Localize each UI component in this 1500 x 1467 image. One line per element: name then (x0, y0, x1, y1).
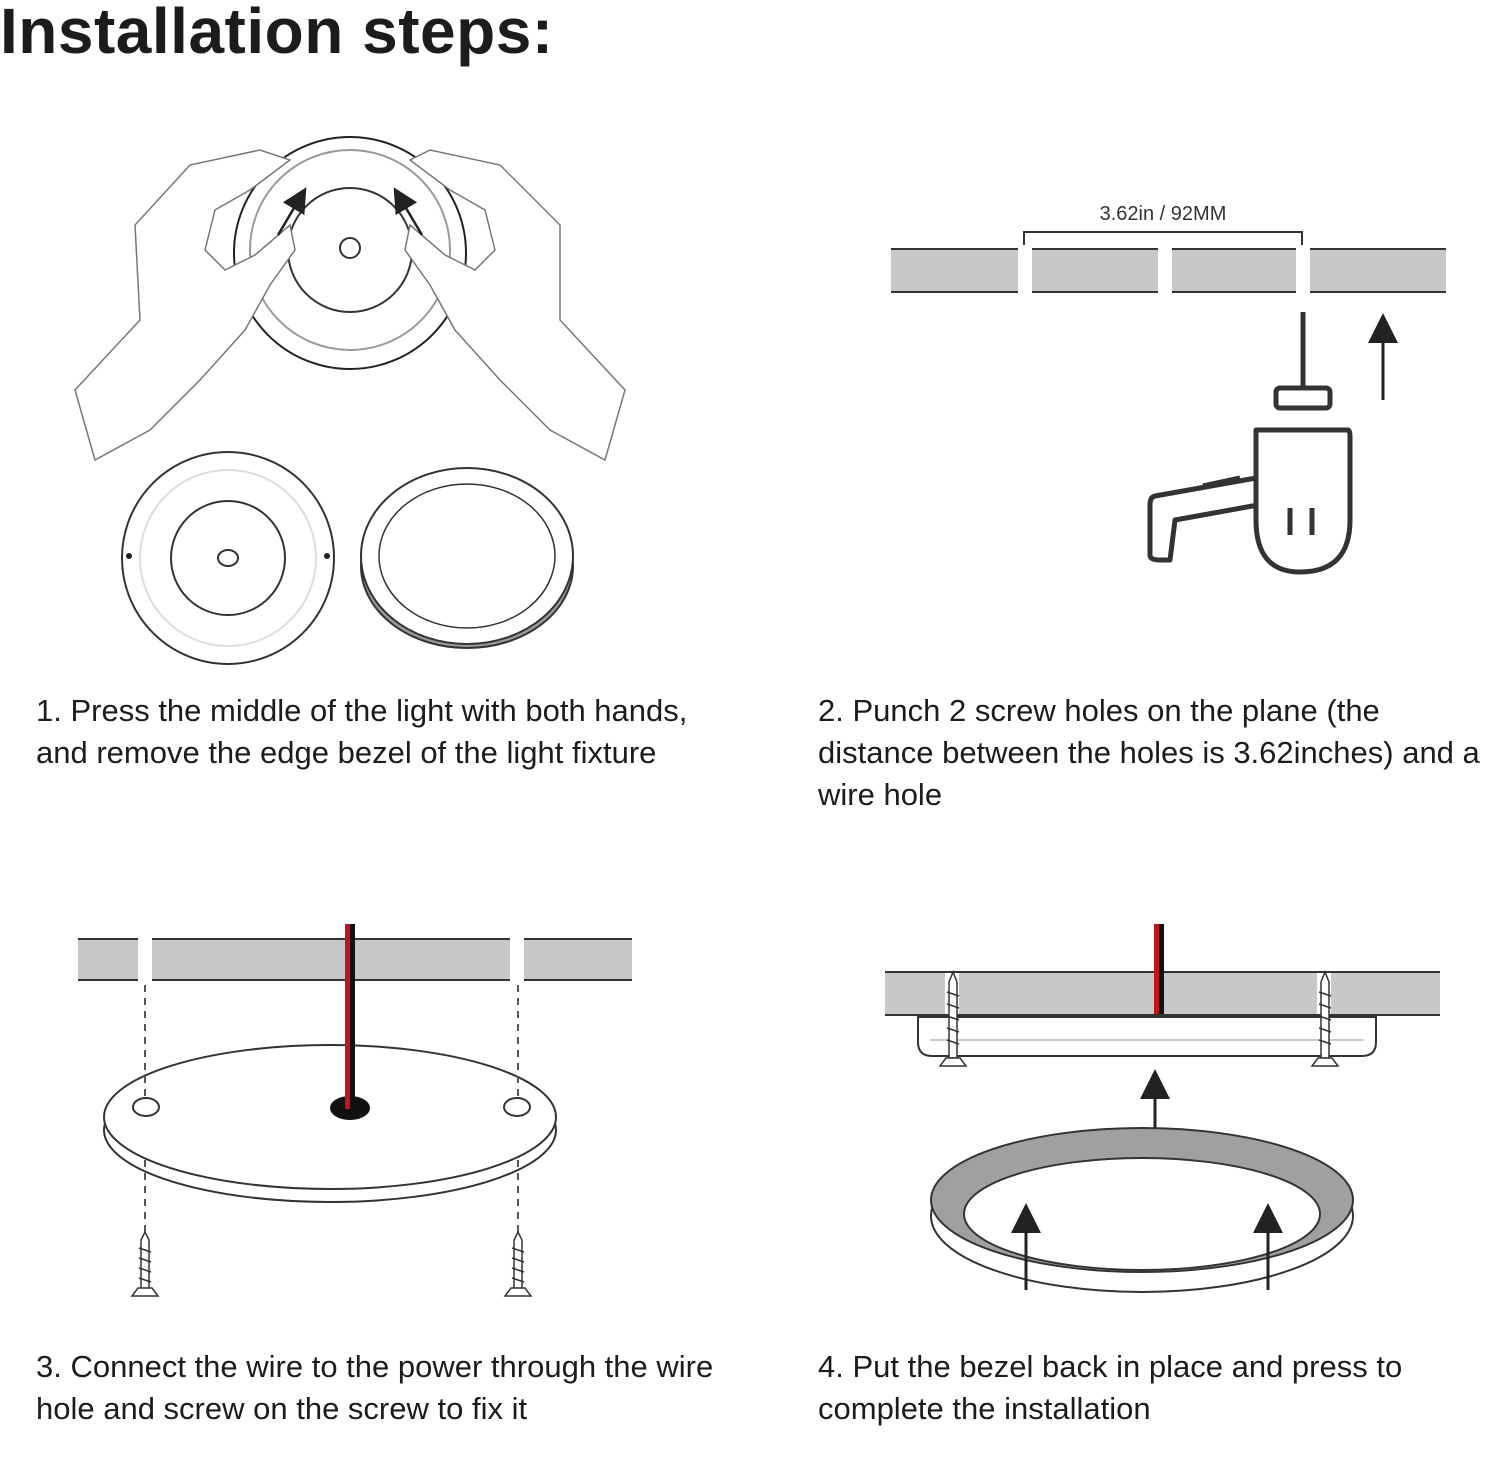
step4-caption: 4. Put the bezel back in place and press… (818, 1349, 1403, 1426)
power-wire (345, 924, 350, 1109)
screw-icon (503, 1230, 533, 1297)
right-hand-icon (404, 149, 626, 462)
ceiling-panel-segment (1172, 249, 1296, 292)
left-hand-icon (74, 149, 296, 462)
dimension-label: 3.62in / 92MM (1100, 203, 1227, 225)
mounted-fixture (917, 1016, 1377, 1057)
dimension-bracket (1023, 231, 1303, 245)
fixture-center-hole (339, 237, 361, 259)
step2-caption: 2. Punch 2 screw holes on the plane (the… (818, 693, 1480, 812)
screw-hole (503, 1097, 531, 1117)
step1-caption: 1. Press the middle of the light with bo… (36, 693, 688, 770)
ceiling-panel-segment (1032, 249, 1158, 292)
screw-icon (1310, 969, 1340, 1067)
ceiling-panel-segment (891, 249, 1018, 292)
step1-illustration (74, 136, 626, 665)
power-wire (1154, 924, 1159, 1014)
step2-illustration: 3.62in / 92MM (891, 203, 1446, 575)
drill-icon (1147, 312, 1353, 575)
ceiling-panel-segment (524, 939, 632, 980)
step3-illustration (78, 924, 632, 1297)
press-arrow-right (393, 187, 424, 236)
ceiling-panel-segment (78, 939, 138, 980)
ceiling-panel-segment (885, 972, 945, 1015)
screw-icon (130, 1230, 160, 1297)
step3-caption: 3. Connect the wire to the power through… (36, 1349, 714, 1426)
press-arrow-left (276, 187, 307, 236)
screw-hole (132, 1097, 160, 1117)
ceiling-panel-segment (152, 939, 510, 980)
ceiling-panel-segment (959, 972, 1317, 1015)
page-title: Installation steps: (0, 0, 554, 67)
ceiling-panel-segment (1310, 249, 1446, 292)
ceiling-panel-segment (1331, 972, 1440, 1015)
step4-illustration (885, 924, 1440, 1293)
screw-icon (938, 969, 968, 1067)
